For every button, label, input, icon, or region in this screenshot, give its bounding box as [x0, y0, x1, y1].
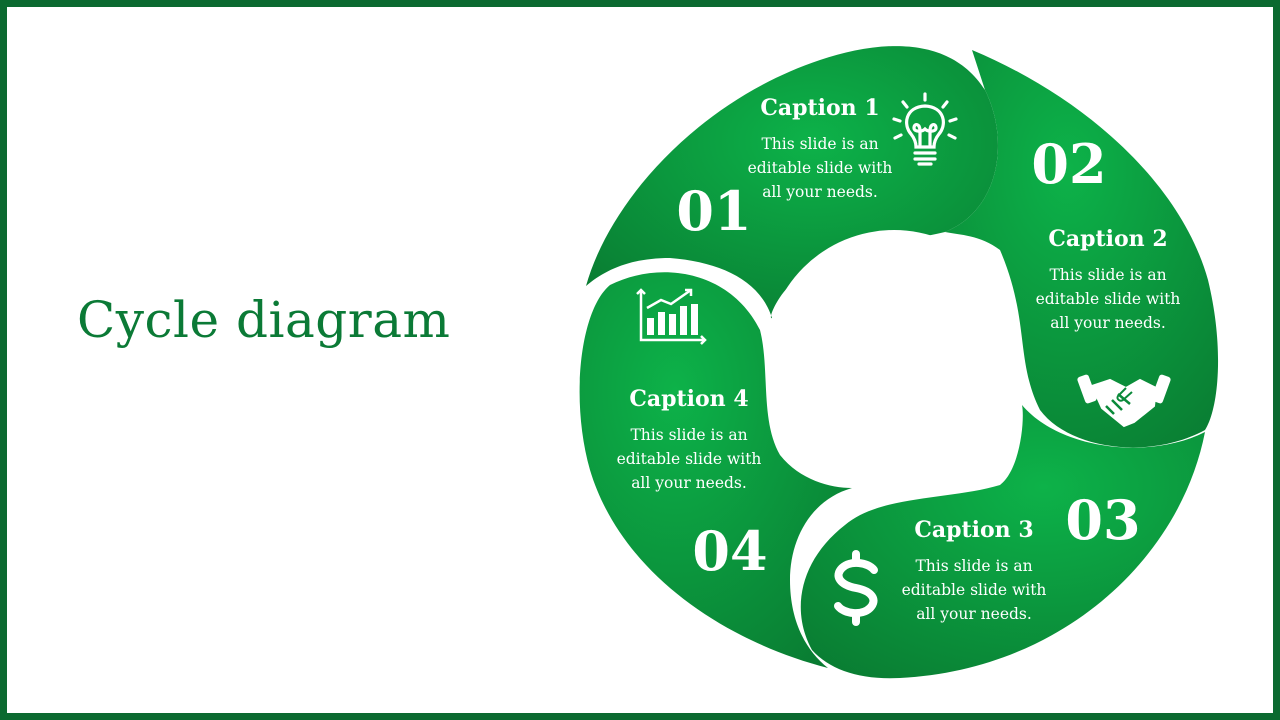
- step-3-desc-line-1: This slide is an: [915, 557, 1032, 575]
- step-1-caption: Caption 1: [760, 95, 879, 121]
- bar-chart-icon: [636, 288, 707, 345]
- dollar-icon: [834, 550, 878, 626]
- step-1-desc-line-2: editable slide with: [748, 159, 893, 177]
- step-2-desc-line-1: This slide is an: [1049, 266, 1166, 284]
- step-3-desc-line-2: editable slide with: [902, 581, 1047, 599]
- step-3-number: 03: [1065, 488, 1140, 552]
- step-2-caption: Caption 2: [1048, 226, 1167, 252]
- segment-4: [579, 272, 852, 668]
- step-1-desc-line-3: all your needs.: [762, 183, 878, 201]
- step-2-desc-line-2: editable slide with: [1036, 290, 1181, 308]
- segment-3: [800, 405, 1205, 679]
- lightbulb-icon: [892, 92, 958, 166]
- step-3-desc-line-3: all your needs.: [916, 605, 1032, 623]
- step-4-desc-line-1: This slide is an: [630, 426, 747, 444]
- step-4-desc-line-3: all your needs.: [631, 474, 747, 492]
- step-4-caption: Caption 4: [629, 386, 748, 412]
- step-1-number: 01: [676, 179, 751, 243]
- step-4-desc-line-2: editable slide with: [617, 450, 762, 468]
- slide-title: Cycle diagram: [77, 291, 451, 349]
- step-4-number: 04: [692, 519, 767, 583]
- step-2-desc-line-3: all your needs.: [1050, 314, 1166, 332]
- segment-2: [945, 50, 1219, 448]
- step-3-caption: Caption 3: [914, 517, 1033, 543]
- handshake-icon: [1077, 374, 1171, 428]
- segment-1: [586, 46, 998, 319]
- step-1-desc-line-1: This slide is an: [761, 135, 878, 153]
- step-2-number: 02: [1031, 132, 1106, 196]
